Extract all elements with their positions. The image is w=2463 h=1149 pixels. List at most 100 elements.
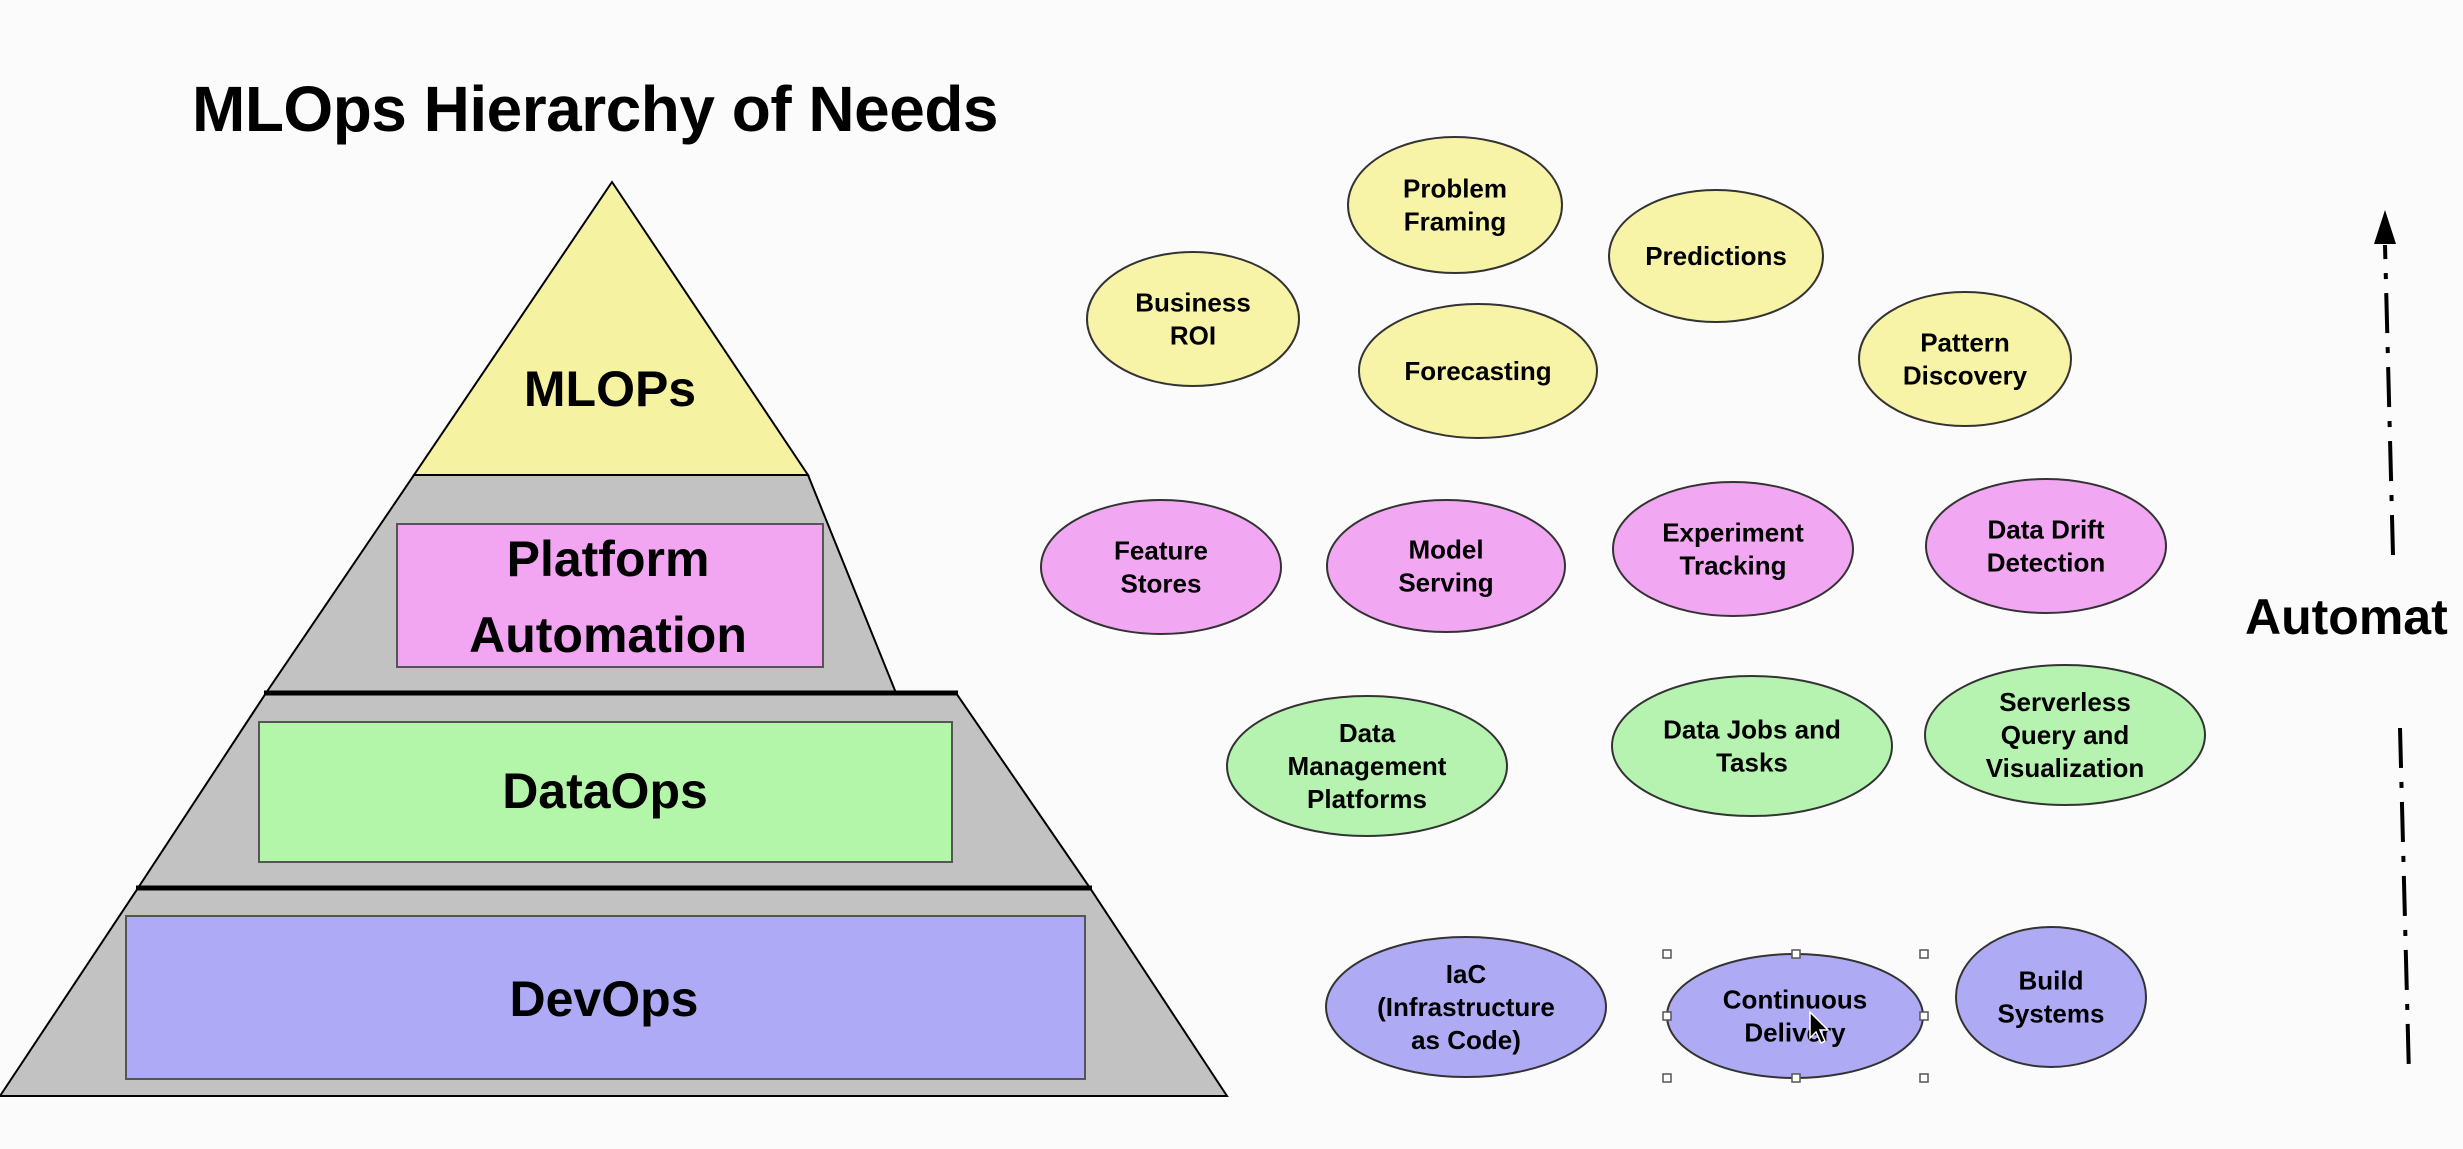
selection-handle[interactable] [1662,1073,1672,1083]
oval-label-line: as Code) [1411,1025,1521,1055]
oval-label-line: Stores [1121,569,1202,599]
selection-handle[interactable] [1919,1073,1929,1083]
oval-label-line: (Infrastructure [1377,992,1555,1022]
selection-handle[interactable] [1791,949,1801,959]
oval-label: Predictions [1645,241,1787,271]
devops-box [125,915,1086,1080]
label-line: Automation [469,607,747,663]
label-line: MLOPs [524,361,696,417]
oval-label-line: Data Jobs and [1663,715,1841,745]
selection-handles[interactable] [1662,949,1929,1083]
oval-label-line: Business [1135,288,1251,318]
platform-automation-box [396,523,824,668]
tier-label-dataops: DataOps [502,763,708,819]
oval-shape[interactable] [1326,499,1566,633]
oval-label-line: Systems [1998,999,2105,1029]
oval-label-line: Build [2019,966,2084,996]
label-line: DevOps [510,971,699,1027]
oval-shape[interactable] [1040,499,1282,635]
selection-handle[interactable] [1919,1011,1929,1021]
oval-label-line: Pattern [1920,328,2010,358]
oval-shape[interactable] [1608,189,1824,323]
pyramid-apex-mlops [412,180,810,476]
automation-arrow-line-lower [2398,727,2411,1076]
oval-label-line: Forecasting [1404,356,1551,386]
oval-shape[interactable] [1611,675,1893,817]
oval-label-line: Query and [2001,720,2130,750]
oval-label-line: Platforms [1307,784,1427,814]
oval-label-line: Data [1339,718,1396,748]
oval-label-line: Discovery [1903,361,2028,391]
oval-shape[interactable] [1858,291,2072,427]
oval-label-line: ROI [1170,321,1216,351]
oval-shape[interactable] [1358,303,1598,439]
oval-shape[interactable] [1955,926,2147,1068]
label-line: Platform [507,531,710,587]
oval-shape[interactable] [1325,936,1607,1078]
automation-arrow-line-upper [2383,244,2395,556]
selection-handle[interactable] [1662,949,1672,959]
tier-label-mlops: MLOPs [524,361,696,417]
oval-shape[interactable] [1086,251,1300,387]
oval-label: Forecasting [1404,356,1551,386]
oval-label-line: IaC [1446,959,1487,989]
automation-label: Automat [2245,589,2448,645]
oval-shape[interactable] [1924,664,2206,806]
automation-arrow [2374,210,2411,1076]
oval-label-line: Predictions [1645,241,1787,271]
selection-handle[interactable] [1791,1073,1801,1083]
oval-forecasting[interactable]: Forecasting [1358,303,1598,439]
diagram-title: MLOps Hierarchy of Needs [192,73,999,145]
mouse-cursor-icon [1809,1010,1830,1045]
oval-label-line: Detection [1987,548,2105,578]
selection-handle[interactable] [1662,1011,1672,1021]
oval-label-line: Tasks [1716,748,1788,778]
oval-label-line: Serverless [1999,687,2131,717]
oval-label-line: Problem [1403,174,1507,204]
oval-shape[interactable] [1925,478,2167,614]
oval-label-line: Data Drift [1987,515,2104,545]
oval-label-line: Continuous [1723,985,1867,1015]
oval-label-line: Framing [1404,207,1507,237]
oval-shape[interactable] [1347,136,1563,274]
selection-handle[interactable] [1919,949,1929,959]
oval-label-line: Management [1288,751,1447,781]
oval-label-line: Model [1408,535,1483,565]
oval-shape[interactable] [1666,953,1924,1079]
oval-label-line: Tracking [1680,551,1787,581]
oval-predictions[interactable]: Predictions [1608,189,1824,323]
oval-shape[interactable] [1226,695,1508,837]
arrow-head-icon [2374,210,2396,244]
oval-label-line: Experiment [1662,518,1804,548]
oval-shape[interactable] [1612,481,1854,617]
